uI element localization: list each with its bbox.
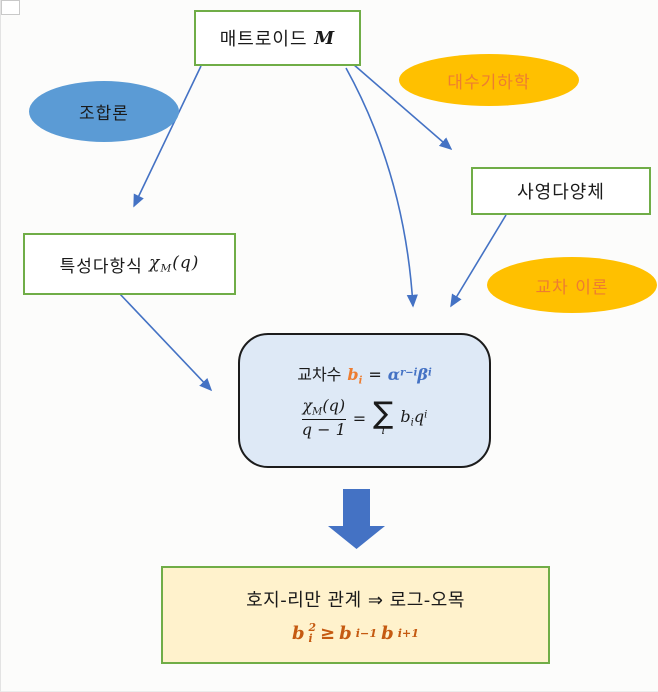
biqi-term: biqi [400, 407, 428, 429]
generating-function-formula: χM(q) q − 1 = ∑ i biqi [301, 395, 428, 440]
intersection-theory-ellipse: 교차 이론 [487, 257, 657, 313]
algebraic-geometry-ellipse: 대수기하학 [399, 54, 579, 106]
sigma-sum: ∑ i [373, 395, 394, 438]
characteristic-polynomial-box: 특성다항식 χM(q) [23, 233, 236, 295]
matroid-math-symbol: M [314, 27, 336, 49]
b-i-term: bi [347, 365, 363, 387]
chi-symbol: χM(q) [149, 253, 200, 275]
arrow-matroid-to-center-icon [345, 67, 418, 308]
combinatorics-ellipse: 조합론 [29, 81, 179, 142]
projective-variety-label: 사영다양체 [517, 182, 605, 203]
matroid-box: 매트로이드 M [194, 10, 361, 66]
hodge-riemann-label: 호지-리만 관계 ⇒ 로그-오목 [246, 589, 465, 611]
characteristic-polynomial-label: 특성다항식 [59, 256, 143, 277]
projective-variety-box: 사영다양체 [471, 167, 651, 215]
alpha-beta-term: αr−iβi [387, 365, 432, 385]
corner-artifact [1, 0, 20, 15]
fraction: χM(q) q − 1 [301, 395, 346, 440]
combinatorics-label: 조합론 [79, 104, 129, 124]
arrow-charpoly-to-center-icon [118, 292, 213, 392]
matroid-label: 매트로이드 [219, 29, 308, 50]
intersection-theory-label: 교차 이론 [535, 277, 609, 298]
equals-sign: = [352, 408, 367, 428]
intersection-number-box: 교차수 bi = αr−iβi χM(q) q − 1 = ∑ i biqi [238, 333, 491, 468]
intersection-number-label: 교차수 [297, 365, 342, 385]
equals-sign: = [368, 365, 382, 385]
block-down-arrow-icon [328, 489, 385, 549]
algebraic-geometry-label: 대수기하학 [447, 72, 531, 93]
intersection-number-formula: 교차수 bi = αr−iβi [297, 361, 432, 386]
